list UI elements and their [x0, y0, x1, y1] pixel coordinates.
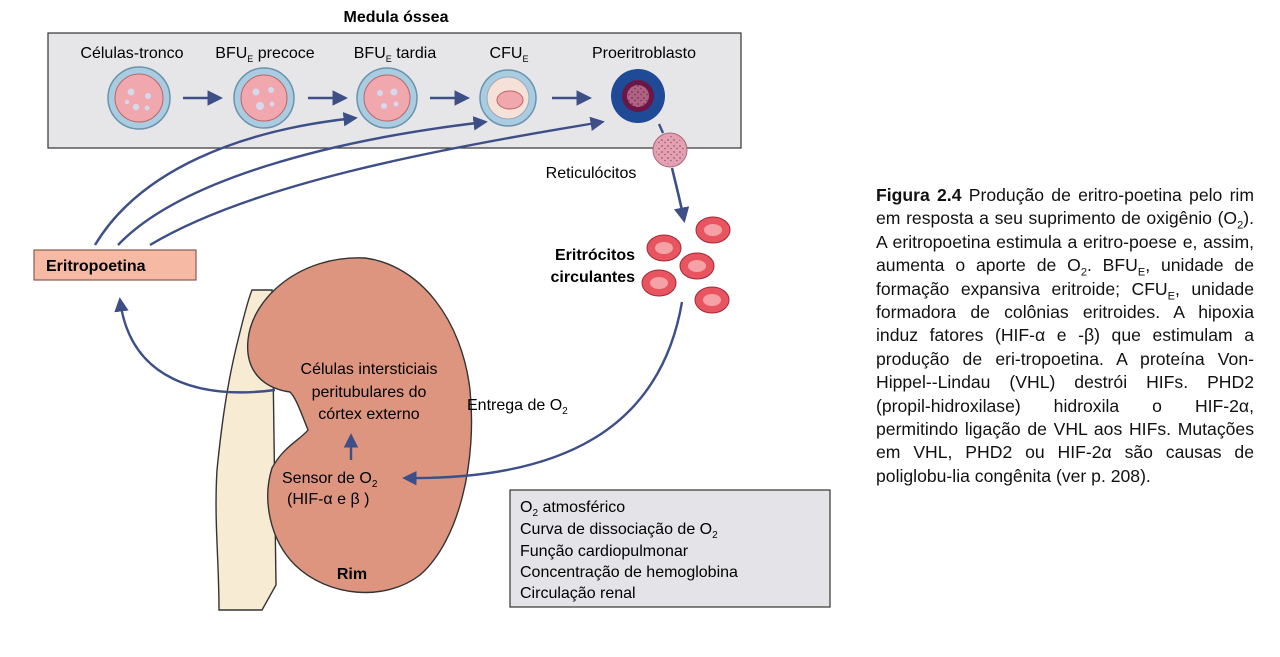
- proerythroblast-cell: [611, 69, 665, 123]
- o2-delivery-arrow: [402, 301, 684, 486]
- sensor-label-line2: (HIF-α e β ): [287, 491, 369, 508]
- erythropoietin-box: [33, 249, 197, 281]
- bfu-early-cell: [233, 67, 295, 129]
- caption-subscript: 2: [1080, 266, 1087, 279]
- caption-text: . BFU: [1086, 255, 1138, 276]
- erythrocytes: [641, 216, 731, 314]
- stage-label-proerythroblast: Proeritroblasto: [592, 45, 696, 62]
- caption-text: , unidade formadora de colônias eritroid…: [876, 278, 1254, 486]
- caption-text: ). A eritropoetina estimula a eritro-poe…: [876, 208, 1254, 276]
- bfu-late-cell: [356, 67, 418, 129]
- caption-subscript: E: [1167, 290, 1175, 303]
- stem-cell: [107, 66, 171, 130]
- marrow-title: Medula óssea: [344, 9, 449, 26]
- reticulocyte-to-erythrocyte-arrow: [670, 167, 690, 224]
- erythrocytes-label-line2: circulantes: [551, 269, 636, 286]
- proerythroblast-to-reticulocyte-line: [657, 123, 665, 134]
- figure-caption: Figura 2.4 Produção de eritro-poetina pe…: [876, 184, 1254, 488]
- factor-item: Curva de dissociação de O2: [520, 521, 718, 541]
- epo-to-marrow-arrows: [93, 112, 605, 247]
- stage-label-cfu: CFUE: [490, 45, 529, 64]
- kidney-to-epo-arrow: [114, 297, 276, 394]
- kidney-label: Rim: [337, 566, 367, 583]
- factor-item: O2 atmosférico: [520, 499, 625, 519]
- sensor-label-line1: Sensor de O2: [282, 470, 378, 490]
- stage-label-bfu-late: BFUE tardia: [354, 45, 437, 64]
- stage-label-bfu-early: BFUE precoce: [215, 45, 314, 64]
- factors-box: [509, 489, 831, 608]
- interstitial-cells-label-line3: córtex externo: [318, 406, 419, 423]
- caption-text: Produção de eritro-poetina pelo rim em r…: [876, 185, 1254, 229]
- factor-item: Concentração de hemoglobina: [520, 564, 738, 581]
- interstitial-cells-label-line1: Células intersticiais: [301, 361, 438, 378]
- erythropoietin-label: Eritropoetina: [46, 258, 146, 275]
- erythrocytes-label-line1: Eritrócitos: [555, 247, 635, 264]
- caption-subscript: 2: [1237, 219, 1244, 232]
- kidney: [215, 257, 473, 611]
- reticulocytes-label: Reticulócitos: [546, 165, 637, 182]
- figure-label: Figura 2.4: [876, 185, 962, 205]
- caption-subscript: E: [1137, 266, 1146, 279]
- reticulocyte: [652, 132, 688, 168]
- interstitial-cells-label-line2: peritubulares do: [312, 384, 427, 401]
- cfu-cell: [479, 69, 537, 127]
- o2-delivery-label: Entrega de O2: [467, 397, 568, 417]
- stage-label-stem-cells: Células-tronco: [80, 45, 183, 62]
- factor-item: Função cardiopulmonar: [520, 543, 689, 560]
- factor-item: Circulação renal: [520, 585, 636, 602]
- caption-text: , unidade de formação expansiva eritroid…: [876, 255, 1254, 299]
